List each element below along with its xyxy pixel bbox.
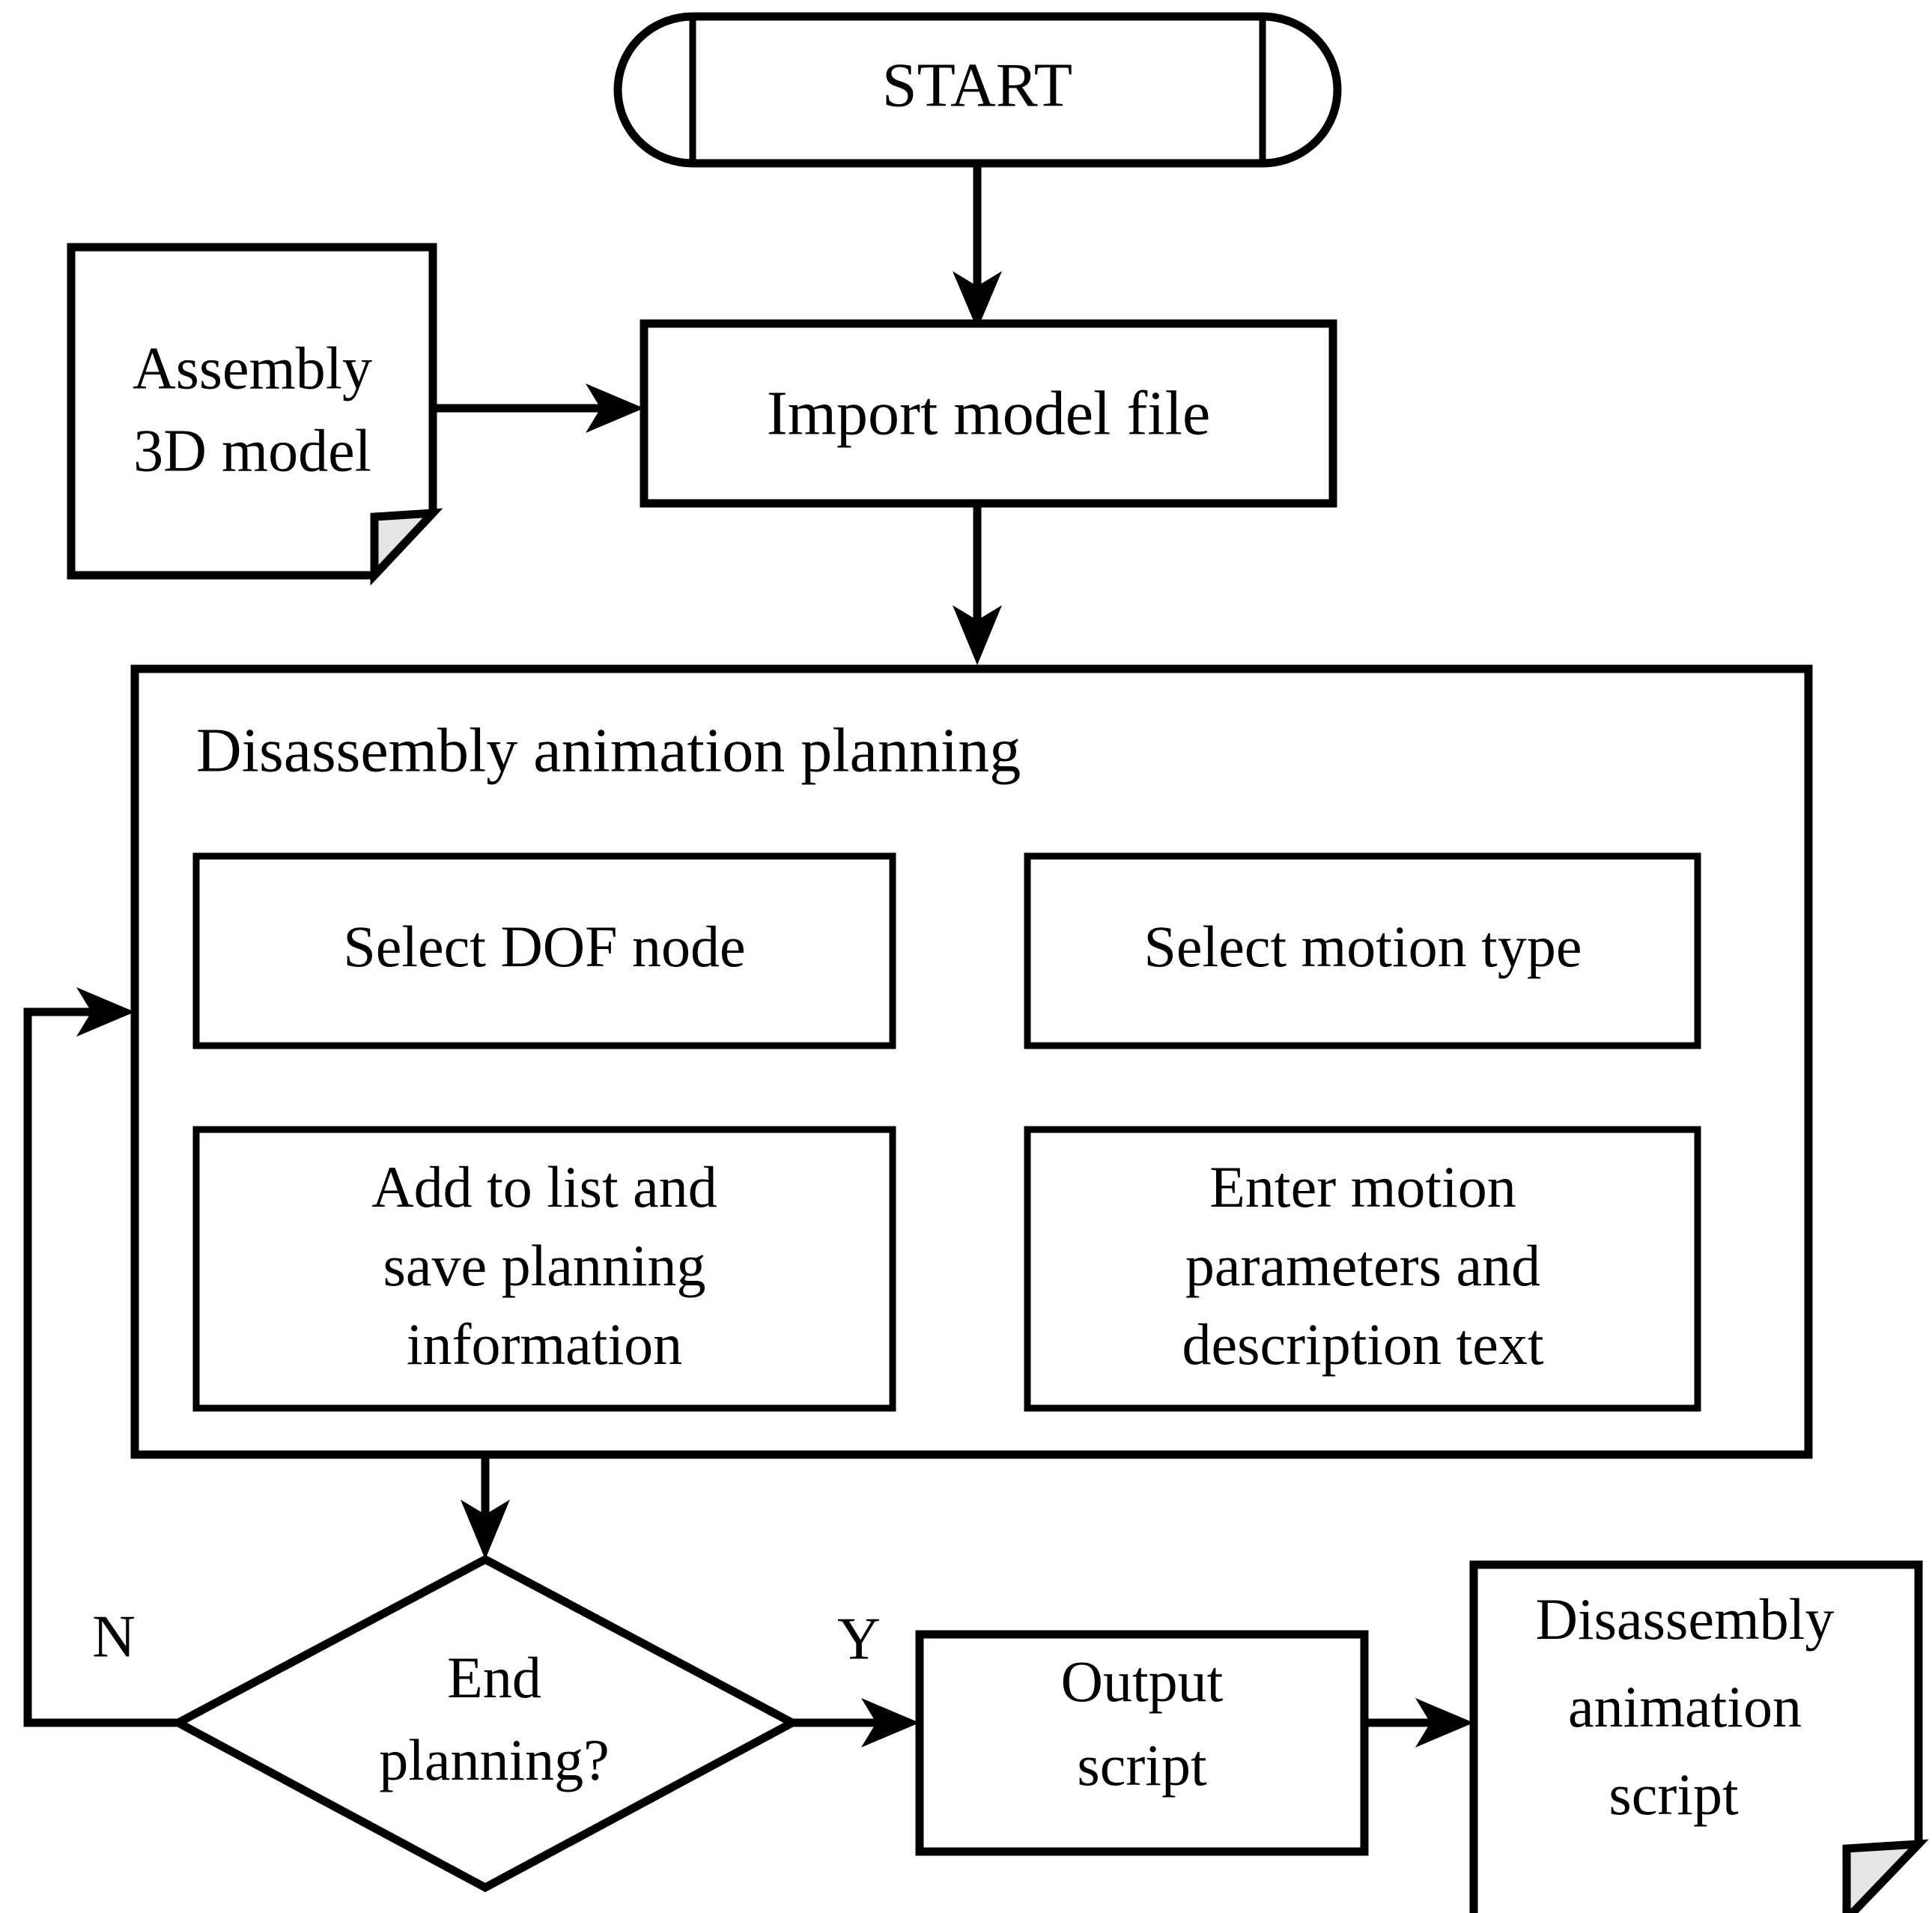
branch-label-yes: Y [837, 1606, 881, 1672]
node-decision-label-line1: End [447, 1645, 541, 1710]
node-add-to-list[interactable]: Add to list and save planning informatio… [192, 1126, 896, 1412]
planning-group-title: Disassembly animation planning [196, 715, 1021, 785]
edge-assembly-to-import [433, 383, 644, 433]
node-select-motion[interactable]: Select motion type [1024, 852, 1701, 1049]
node-assembly-3d-model[interactable]: Assembly 3D model [67, 243, 443, 586]
node-params-label-line3: description text [1182, 1312, 1543, 1377]
node-select-dof-label: Select DOF node [343, 914, 745, 979]
node-params-label-line1: Enter motion [1209, 1154, 1516, 1219]
node-output-label-line1: Output [1061, 1649, 1224, 1714]
node-output-label-line2: script [1077, 1732, 1207, 1798]
edge-decision-yes [792, 1698, 920, 1747]
node-assembly-label-line2: 3D model [133, 418, 371, 484]
node-import-model-file[interactable]: Import model file [640, 319, 1337, 508]
node-animation-label-line2: animation [1568, 1674, 1802, 1739]
node-start[interactable]: START [613, 12, 1342, 168]
node-start-label: START [882, 50, 1072, 120]
node-select-motion-label: Select motion type [1144, 914, 1582, 979]
node-enter-params[interactable]: Enter motion parameters and description … [1024, 1126, 1701, 1412]
node-animation-label-line3: script [1609, 1762, 1739, 1827]
edge-output-to-script [1364, 1698, 1474, 1747]
node-add-label-line1: Add to list and [371, 1154, 717, 1219]
edge-planning-to-decision [461, 1455, 510, 1559]
node-assembly-label-line1: Assembly [133, 336, 372, 401]
node-decision-label-line2: planning? [379, 1727, 610, 1792]
node-animation-label-line1: Disassembly [1536, 1586, 1835, 1652]
node-select-dof[interactable]: Select DOF node [192, 852, 896, 1049]
node-add-label-line3: information [407, 1312, 682, 1377]
edge-import-to-planning [953, 503, 1002, 665]
edge-decision-no-loop [23, 987, 178, 1727]
branch-label-no: N [92, 1604, 136, 1670]
node-output-script[interactable]: Output script [915, 1630, 1369, 1856]
edge-start-to-import [953, 166, 1002, 330]
node-import-label: Import model file [767, 378, 1211, 448]
node-params-label-line2: parameters and [1185, 1233, 1540, 1298]
node-add-label-line2: save planning [383, 1233, 705, 1298]
node-animation-script[interactable]: Disassembly animation script [1469, 1560, 1929, 1913]
node-end-planning-decision[interactable]: End planning? [169, 1554, 801, 1893]
